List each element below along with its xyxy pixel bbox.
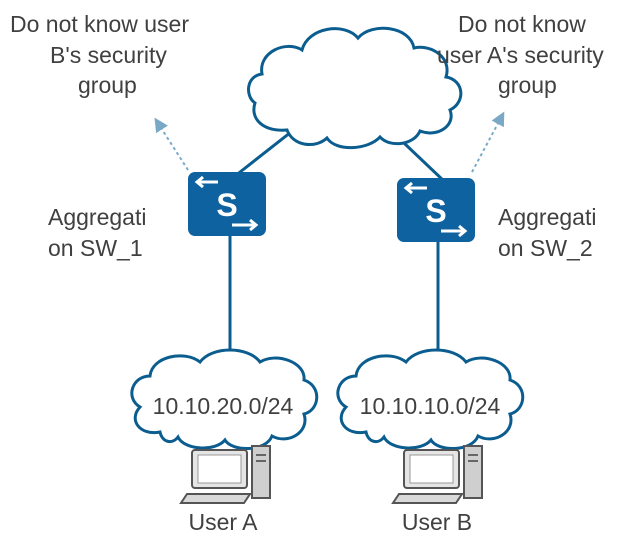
cloud-icon (247, 26, 463, 150)
switch-sw2: S (397, 178, 475, 242)
subnet-cloud-user-b: 10.10.10.0/24 (336, 348, 525, 451)
sw2-label-line1: Aggregati (498, 204, 596, 230)
core-network-cloud (247, 26, 463, 150)
desktop-computer-icon-user-a (179, 445, 271, 504)
subnet-label-user-a: 10.10.20.0/24 (153, 393, 294, 419)
switch-sw1: S (188, 172, 266, 236)
sw1-label-line2: on SW_1 (48, 235, 143, 261)
arrow-up-left-icon (154, 117, 189, 171)
sw2-label-line2: on SW_2 (498, 235, 593, 261)
arrow-up-right-icon (471, 111, 505, 173)
subnet-label-user-b: 10.10.10.0/24 (360, 393, 501, 419)
switch-symbol: S (425, 193, 446, 229)
note-left-line1: Do not know user (10, 11, 189, 37)
subnet-cloud-user-a: 10.10.20.0/24 (130, 348, 319, 451)
sw1-label: Aggregati on SW_1 (48, 204, 146, 261)
user-a-label: User A (188, 509, 258, 535)
note-left-line2: B's security (50, 42, 167, 68)
note-right-line3: group (498, 72, 557, 98)
sw1-label-line1: Aggregati (48, 204, 146, 230)
note-right: Do not know user A's security group (437, 11, 604, 98)
switch-icon (188, 172, 266, 236)
note-left-line3: group (78, 72, 137, 98)
desktop-computer-icon-user-b (391, 445, 483, 504)
sw2-label: Aggregati on SW_2 (498, 204, 596, 261)
user-b-label: User B (402, 509, 472, 535)
cloud-icon (130, 348, 319, 451)
switch-icon (397, 178, 475, 242)
switch-symbol: S (216, 187, 237, 223)
note-right-line1: Do not know (458, 11, 586, 37)
note-left: Do not know user B's security group (10, 11, 189, 98)
cloud-icon (336, 348, 525, 451)
note-right-line2: user A's security (437, 42, 604, 68)
